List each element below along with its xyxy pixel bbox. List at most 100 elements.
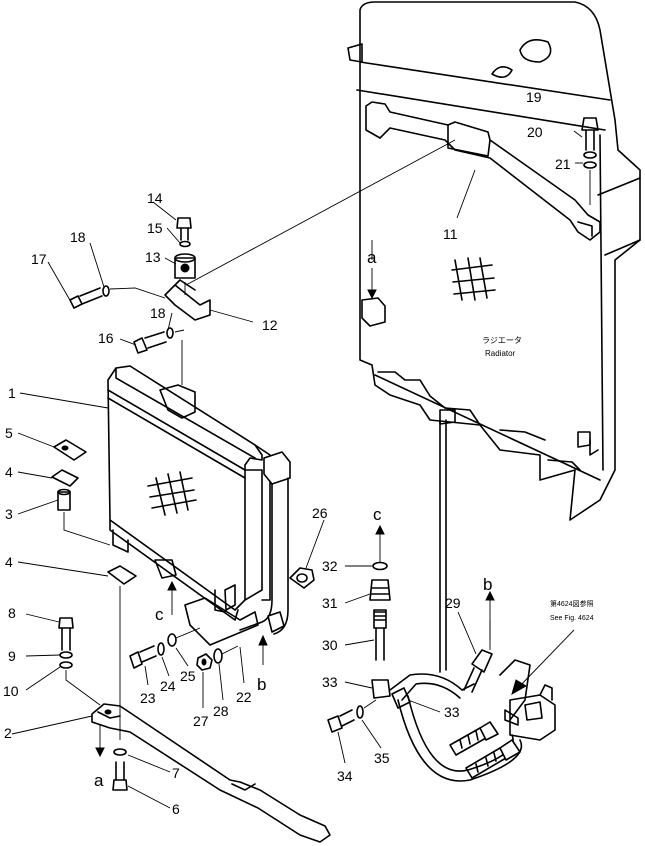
bolt-34 (327, 709, 355, 733)
callout-17: 17 (31, 251, 47, 267)
leader-4-bottom (17, 561, 109, 577)
callout-7: 7 (172, 765, 180, 781)
washer-25 (167, 633, 177, 647)
reference-arrowhead (511, 679, 527, 696)
plate-4-bottom (107, 565, 137, 585)
callout-25: 25 (180, 668, 196, 684)
washer-9 (59, 651, 73, 659)
leader-8 (25, 613, 60, 623)
callout-13: 13 (145, 249, 161, 265)
callout-35: 35 (374, 750, 390, 766)
nut-27 (196, 653, 213, 671)
clamp-26 (289, 567, 315, 589)
valve-assembly (499, 659, 556, 741)
connector-a-bottom-arrowhead (95, 747, 105, 758)
plate-4-top (51, 469, 79, 487)
radiator-label-jp: ラジエータ (482, 336, 522, 345)
leader-35 (361, 719, 382, 749)
bolt-17 (69, 287, 103, 309)
washer-35 (356, 705, 364, 719)
connector-c-right-arrowhead (375, 524, 385, 535)
callout-1: 1 (8, 385, 16, 401)
leader-5 (17, 432, 55, 448)
leader-20 (573, 130, 583, 138)
callout-18-bottom: 18 (150, 305, 166, 321)
bracket-12 (164, 279, 211, 321)
callout-27: 27 (193, 713, 209, 729)
callout-34: 34 (337, 768, 353, 784)
callout-33-left: 33 (322, 674, 338, 690)
callout-12: 12 (262, 317, 278, 333)
leader-12 (209, 309, 254, 323)
callout-28: 28 (213, 703, 229, 719)
callout-9: 9 (8, 648, 16, 664)
stay-bar-link-line (185, 139, 456, 286)
leader-28 (218, 663, 224, 701)
callout-11: 11 (443, 226, 458, 242)
connector-b-left: b (257, 675, 266, 694)
leader-25 (175, 647, 189, 667)
cooler-pipe (239, 451, 291, 635)
leader-7 (127, 754, 171, 773)
callout-20: 20 (527, 124, 543, 140)
leader-22 (239, 646, 245, 684)
bolt-17-axis (109, 287, 166, 299)
oil-cooler (107, 365, 271, 621)
leader-11 (456, 169, 476, 219)
leader-3 (17, 499, 59, 515)
leader-34 (337, 731, 346, 764)
leader-23 (144, 665, 149, 686)
callout-6: 6 (172, 801, 180, 817)
connector-b-right: b (483, 575, 492, 594)
washer-24 (157, 642, 165, 656)
callout-23: 23 (140, 690, 156, 706)
leader-29 (457, 611, 477, 655)
leader-13 (164, 257, 177, 265)
adapter-30 (373, 609, 387, 661)
collar-3 (57, 488, 71, 511)
callout-26: 26 (312, 505, 328, 521)
bolt-8-axis (65, 670, 101, 706)
leader-14 (152, 201, 177, 221)
washer-28 (213, 648, 223, 664)
collar-3-axis (63, 512, 111, 546)
leader-15 (166, 227, 181, 244)
callout-21: 21 (555, 156, 571, 172)
callout-33-right: 33 (444, 704, 460, 720)
callout-30: 30 (322, 637, 338, 653)
cooler-core-hatch (147, 471, 197, 516)
callout-14: 14 (147, 190, 163, 206)
support-bar-2 (91, 703, 331, 843)
bolt-16 (133, 331, 167, 354)
callout-8: 8 (8, 605, 16, 621)
reference-arrow-line (517, 629, 575, 689)
connector-c-right: c (373, 505, 382, 524)
washer-20 (583, 151, 597, 159)
washer-15 (179, 240, 191, 248)
hydraulic-fittings (449, 721, 521, 779)
callout-31: 31 (322, 595, 338, 611)
connector-a-top: a (367, 248, 377, 267)
leader-6 (127, 785, 171, 809)
radiator-core-hatch-right (451, 257, 496, 301)
leader-26 (305, 519, 325, 569)
leader-4-top (17, 471, 53, 479)
callout-16: 16 (98, 330, 114, 346)
bolt-8 (58, 617, 74, 651)
connector-b-left-arrowhead (258, 634, 268, 646)
washer-10 (59, 661, 73, 669)
connector-31 (369, 579, 391, 601)
washer-18-top (102, 285, 110, 297)
bolt-19 (581, 117, 599, 151)
washer-7 (113, 748, 127, 756)
callout-15: 15 (147, 220, 163, 236)
leader-17 (47, 261, 72, 303)
leader-9 (25, 654, 61, 657)
connector-c-left: c (155, 605, 164, 624)
connector-c-left-arrowhead (167, 580, 177, 591)
connector-a-bottom: a (94, 771, 104, 790)
callout-2: 2 (4, 725, 12, 741)
callout-32: 32 (322, 558, 338, 574)
elbow-33-right (391, 687, 411, 709)
